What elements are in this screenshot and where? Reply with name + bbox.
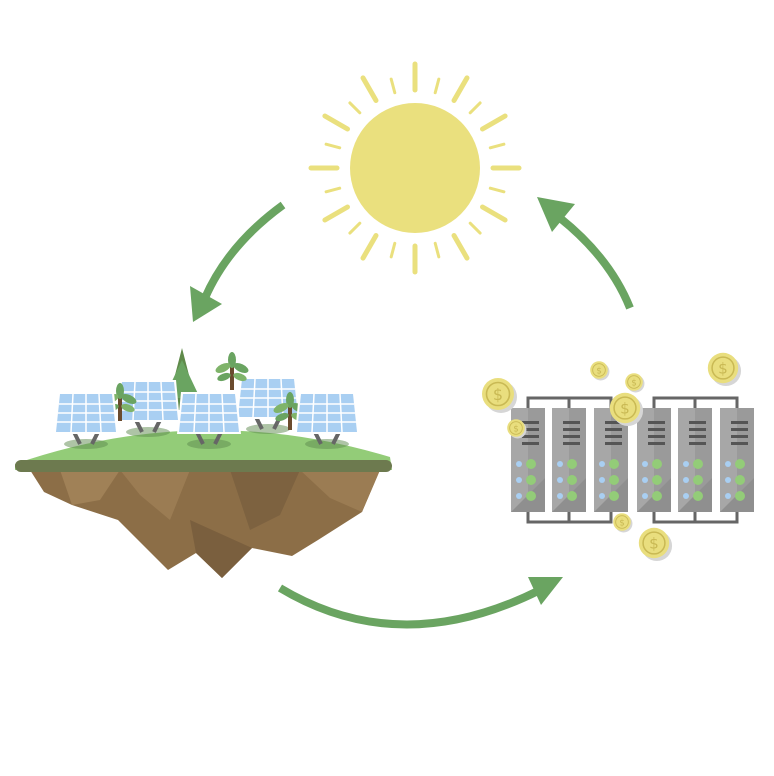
server-unit-icon — [720, 408, 754, 512]
sun-ray — [480, 113, 508, 132]
sun-ray — [348, 101, 362, 115]
arrow-island-to-servers — [277, 577, 563, 629]
sun-rays — [308, 61, 522, 275]
sun-ray — [468, 221, 482, 235]
server-unit-icon — [637, 408, 671, 512]
coin-icon — [589, 360, 610, 381]
solar-panel-island-icon — [15, 348, 392, 578]
coin-icon — [624, 372, 645, 393]
sun-ray — [322, 113, 350, 132]
sun-ray — [360, 75, 379, 103]
server-rack-coins-icon — [481, 352, 754, 562]
sun-ray — [468, 101, 482, 115]
coin-icon — [638, 527, 673, 562]
coin-icon — [612, 512, 633, 533]
server-unit-icon — [552, 408, 586, 512]
sun-ray — [433, 77, 441, 95]
sun-ray — [451, 75, 470, 103]
server-unit-icon — [678, 408, 712, 512]
sun-ray — [322, 204, 350, 223]
arrow-servers-to-sun — [537, 197, 634, 310]
sun-ray — [480, 204, 508, 223]
sun-ray — [433, 241, 441, 259]
sun-ray — [451, 233, 470, 261]
sun-ray — [389, 241, 397, 259]
sun-ray — [324, 142, 342, 150]
arrow-sun-to-island — [190, 201, 286, 322]
sun-icon — [308, 61, 522, 275]
sun-ray — [389, 77, 397, 95]
sun-ray — [348, 221, 362, 235]
sun-ray — [324, 186, 342, 194]
coin-icon — [707, 352, 742, 387]
sun-ray — [488, 186, 506, 194]
sun-ray — [360, 233, 379, 261]
coin-icon — [481, 377, 518, 414]
sun-ray — [488, 142, 506, 150]
